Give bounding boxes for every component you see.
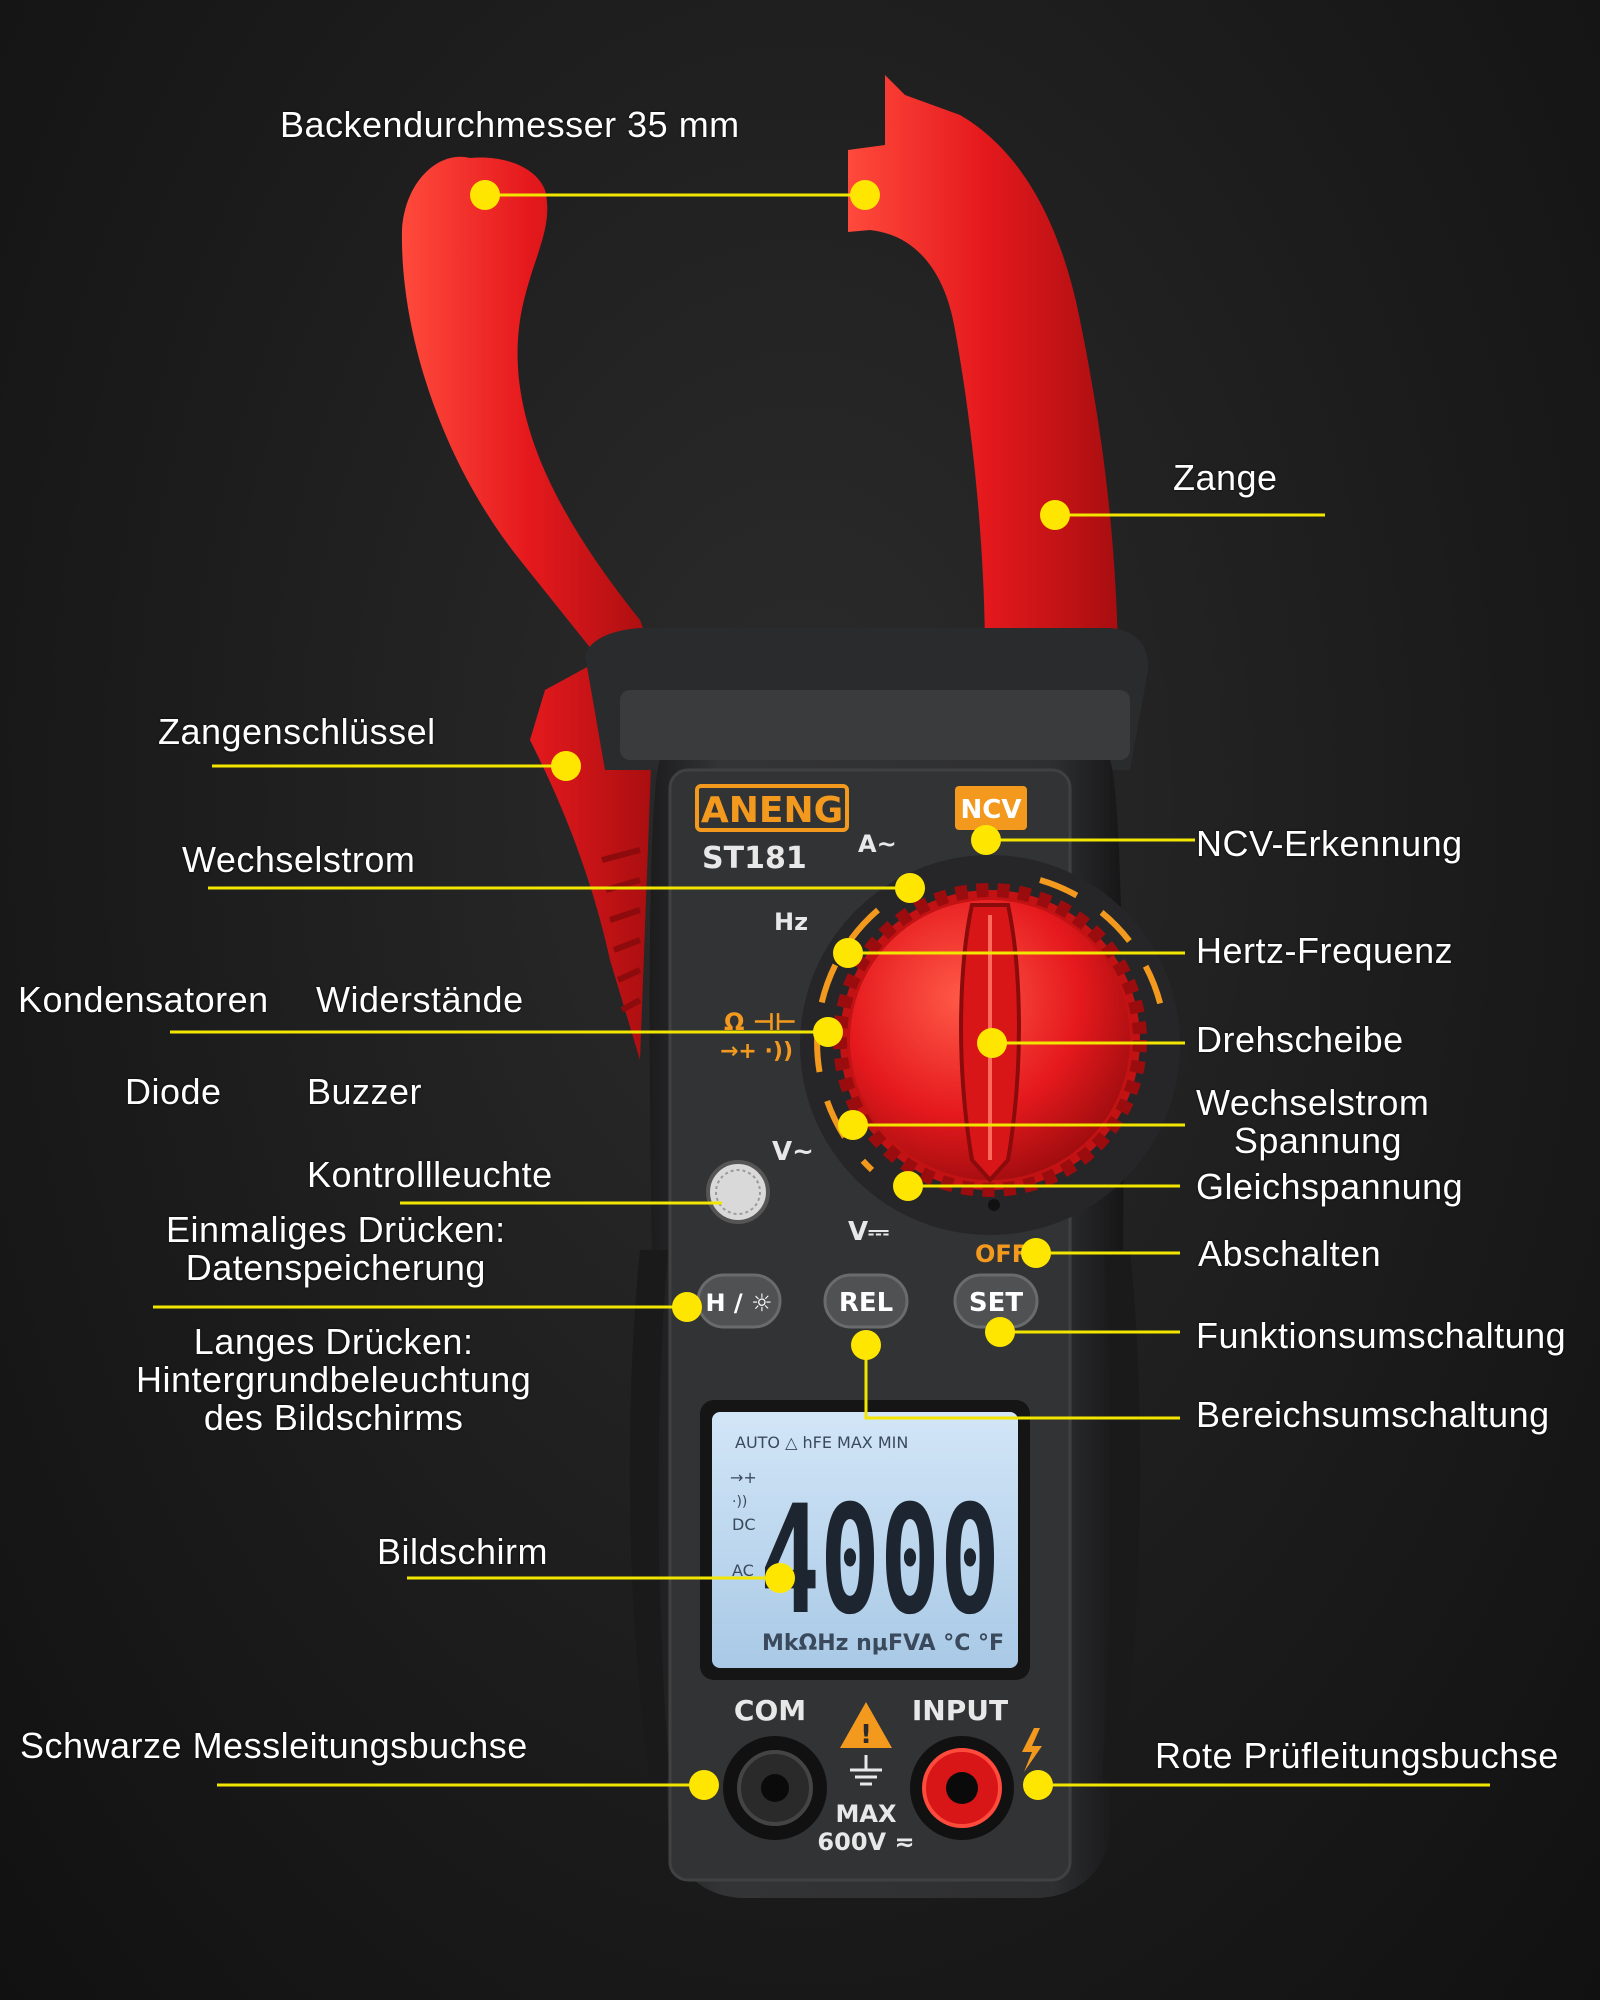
label-ncv: NCV-Erkennung xyxy=(1196,823,1463,864)
label-dc-voltage: Gleichspannung xyxy=(1196,1166,1464,1207)
dial-mark-hz: Hz xyxy=(774,908,808,936)
label-short-press: Einmaliges Drücken: Datenspeicherung xyxy=(166,1209,506,1288)
label-ac-current: Wechselstrom xyxy=(182,839,416,880)
rating-label: 600V ≂ xyxy=(817,1828,914,1856)
dial-mark-off: OFF xyxy=(975,1240,1028,1268)
lightning-icon xyxy=(1022,1728,1042,1772)
warning-triangle-icon: ! xyxy=(840,1702,892,1750)
lcd-units: MkΩHz nμFVA °C °F xyxy=(762,1631,1004,1656)
svg-text:SET: SET xyxy=(969,1288,1023,1318)
input-jack[interactable] xyxy=(910,1736,1014,1840)
dial-mark-v-ac: V~ xyxy=(772,1137,814,1167)
label-resistors: Widerstände xyxy=(316,979,524,1020)
label-screen: Bildschirm xyxy=(377,1531,549,1572)
set-button[interactable]: SET xyxy=(953,1273,1039,1329)
com-label: COM xyxy=(734,1694,806,1727)
label-ac-voltage: Wechselstrom Spannung xyxy=(1196,1082,1430,1161)
label-buzzer: Buzzer xyxy=(307,1071,423,1112)
lcd-left-indicator-2: ·)) xyxy=(732,1494,747,1510)
label-indicator-light: Kontrollleuchte xyxy=(307,1154,553,1195)
rotary-knob[interactable] xyxy=(833,883,1147,1197)
right-jaw xyxy=(848,75,1118,655)
label-function-switch: Funktionsumschaltung xyxy=(1196,1315,1567,1356)
com-jack[interactable] xyxy=(723,1736,827,1840)
input-label: INPUT xyxy=(912,1694,1008,1727)
label-capacitors: Kondensatoren xyxy=(18,979,269,1020)
left-jaw xyxy=(401,156,655,1060)
rel-button[interactable]: REL xyxy=(823,1273,909,1329)
label-power-off: Abschalten xyxy=(1198,1233,1382,1274)
lcd-left-indicator-3: DC xyxy=(732,1515,756,1534)
brand-logo: ANENG xyxy=(701,790,843,831)
ground-icon xyxy=(850,1755,882,1786)
dial-mark-v-dc: V⎓ xyxy=(848,1217,889,1247)
label-long-press: Langes Drücken: Hintergrundbeleuchtung d… xyxy=(136,1321,532,1438)
label-diode: Diode xyxy=(125,1071,222,1112)
label-hertz: Hertz-Frequenz xyxy=(1196,930,1454,971)
model-label: ST181 xyxy=(702,841,807,876)
label-black-lead-jack: Schwarze Messleitungsbuchse xyxy=(20,1725,528,1766)
svg-text:REL: REL xyxy=(839,1288,893,1318)
label-range-switch: Bereichsumschaltung xyxy=(1196,1394,1550,1435)
callout-dots xyxy=(470,180,1070,1800)
svg-text:H / ☼: H / ☼ xyxy=(705,1289,772,1317)
grip-ribs xyxy=(601,847,642,1013)
lcd-left-indicator-1: →+ xyxy=(730,1468,757,1487)
max-label: MAX xyxy=(836,1800,897,1828)
lcd-top-indicators: AUTO △ hFE MAX MIN xyxy=(735,1433,908,1452)
lcd-reading: 4000 xyxy=(760,1474,1000,1648)
dial-mark-diode-buzzer: →+ ·)) xyxy=(720,1039,793,1064)
label-clamp: Zange xyxy=(1173,457,1278,498)
lcd-left-indicator-4: AC xyxy=(732,1561,754,1580)
dial-mark-a-ac: A~ xyxy=(858,830,897,858)
label-clamp-trigger: Zangenschlüssel xyxy=(158,711,436,752)
ncv-badge: NCV xyxy=(961,795,1022,825)
label-dial: Drehscheibe xyxy=(1196,1019,1404,1060)
lcd-screen xyxy=(712,1412,1018,1668)
svg-text:!: ! xyxy=(860,1720,872,1750)
leader-lines xyxy=(153,193,1490,1787)
label-jaw-diameter: Backendurchmesser 35 mm xyxy=(280,104,740,145)
hold-backlight-button[interactable]: H / ☼ xyxy=(696,1273,782,1329)
label-red-lead-jack: Rote Prüfleitungsbuchse xyxy=(1155,1735,1559,1776)
